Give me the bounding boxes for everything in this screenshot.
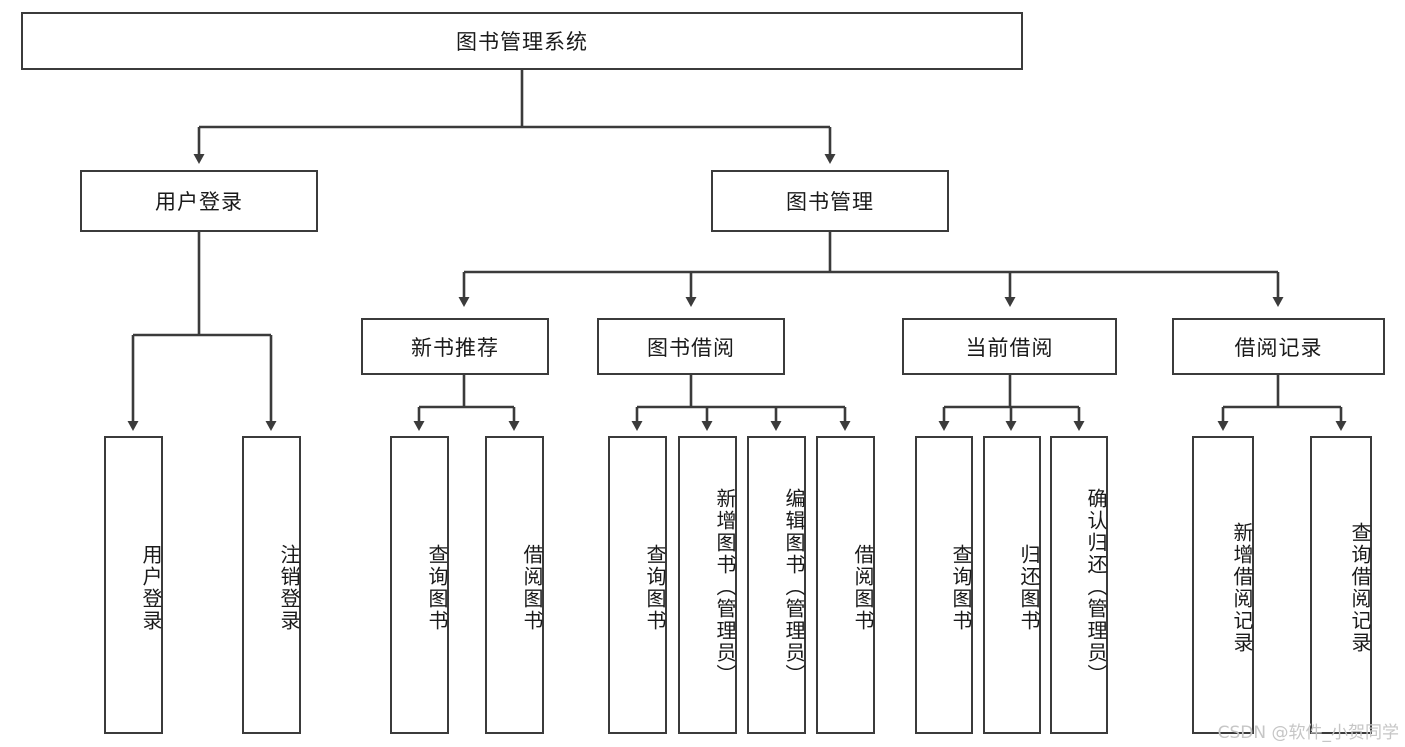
node-label: 借阅记录 xyxy=(1234,335,1323,360)
node-label: 用户登录 xyxy=(155,190,243,214)
node-label: 查询图书 xyxy=(949,544,973,632)
node-label: 当前借阅 xyxy=(965,335,1054,360)
node-current-borrow[interactable]: 当前借阅 xyxy=(902,318,1117,375)
node-label: 注销登录 xyxy=(277,544,301,632)
node-user-login[interactable]: 用户登录 xyxy=(80,170,318,232)
node-label: 查询借阅记录 xyxy=(1348,522,1372,654)
node-label: 查询图书 xyxy=(643,544,667,632)
leaf-borrow-add-book-admin[interactable]: 新增图书（管理员） xyxy=(678,436,737,734)
leaf-record-query-record[interactable]: 查询借阅记录 xyxy=(1310,436,1372,734)
leaf-user-logout[interactable]: 注销登录 xyxy=(242,436,301,734)
leaf-recommend-borrow-book[interactable]: 借阅图书 xyxy=(485,436,544,734)
node-label: 图书管理系统 xyxy=(456,30,588,54)
node-label: 图书借阅 xyxy=(647,335,735,360)
node-root-system[interactable]: 图书管理系统 xyxy=(21,12,1023,70)
leaf-user-login[interactable]: 用户登录 xyxy=(104,436,163,734)
leaf-record-add-record[interactable]: 新增借阅记录 xyxy=(1192,436,1254,734)
node-label: 查询图书 xyxy=(425,544,449,632)
leaf-current-query-book[interactable]: 查询图书 xyxy=(915,436,973,734)
node-book-management[interactable]: 图书管理 xyxy=(711,170,949,232)
node-label: 用户登录 xyxy=(139,544,163,632)
node-new-book-recommend[interactable]: 新书推荐 xyxy=(361,318,549,375)
leaf-borrow-edit-book-admin[interactable]: 编辑图书（管理员） xyxy=(747,436,806,734)
leaf-borrow-query-book[interactable]: 查询图书 xyxy=(608,436,667,734)
node-label: 借阅图书 xyxy=(851,544,875,632)
leaf-current-confirm-return-admin[interactable]: 确认归还（管理员） xyxy=(1050,436,1108,734)
node-label: 新增借阅记录 xyxy=(1230,522,1254,654)
node-label: 借阅图书 xyxy=(520,544,544,632)
node-label: 确认归还（管理员） xyxy=(1084,488,1108,686)
leaf-current-return-book[interactable]: 归还图书 xyxy=(983,436,1041,734)
leaf-recommend-query-book[interactable]: 查询图书 xyxy=(390,436,449,734)
node-book-borrow[interactable]: 图书借阅 xyxy=(597,318,785,375)
node-label: 归还图书 xyxy=(1017,544,1041,632)
node-label: 新书推荐 xyxy=(411,335,499,360)
node-label: 图书管理 xyxy=(786,190,874,214)
node-label: 编辑图书（管理员） xyxy=(782,488,806,686)
leaf-borrow-borrow-book[interactable]: 借阅图书 xyxy=(816,436,875,734)
node-label: 新增图书（管理员） xyxy=(713,488,737,686)
node-borrow-record[interactable]: 借阅记录 xyxy=(1172,318,1385,375)
